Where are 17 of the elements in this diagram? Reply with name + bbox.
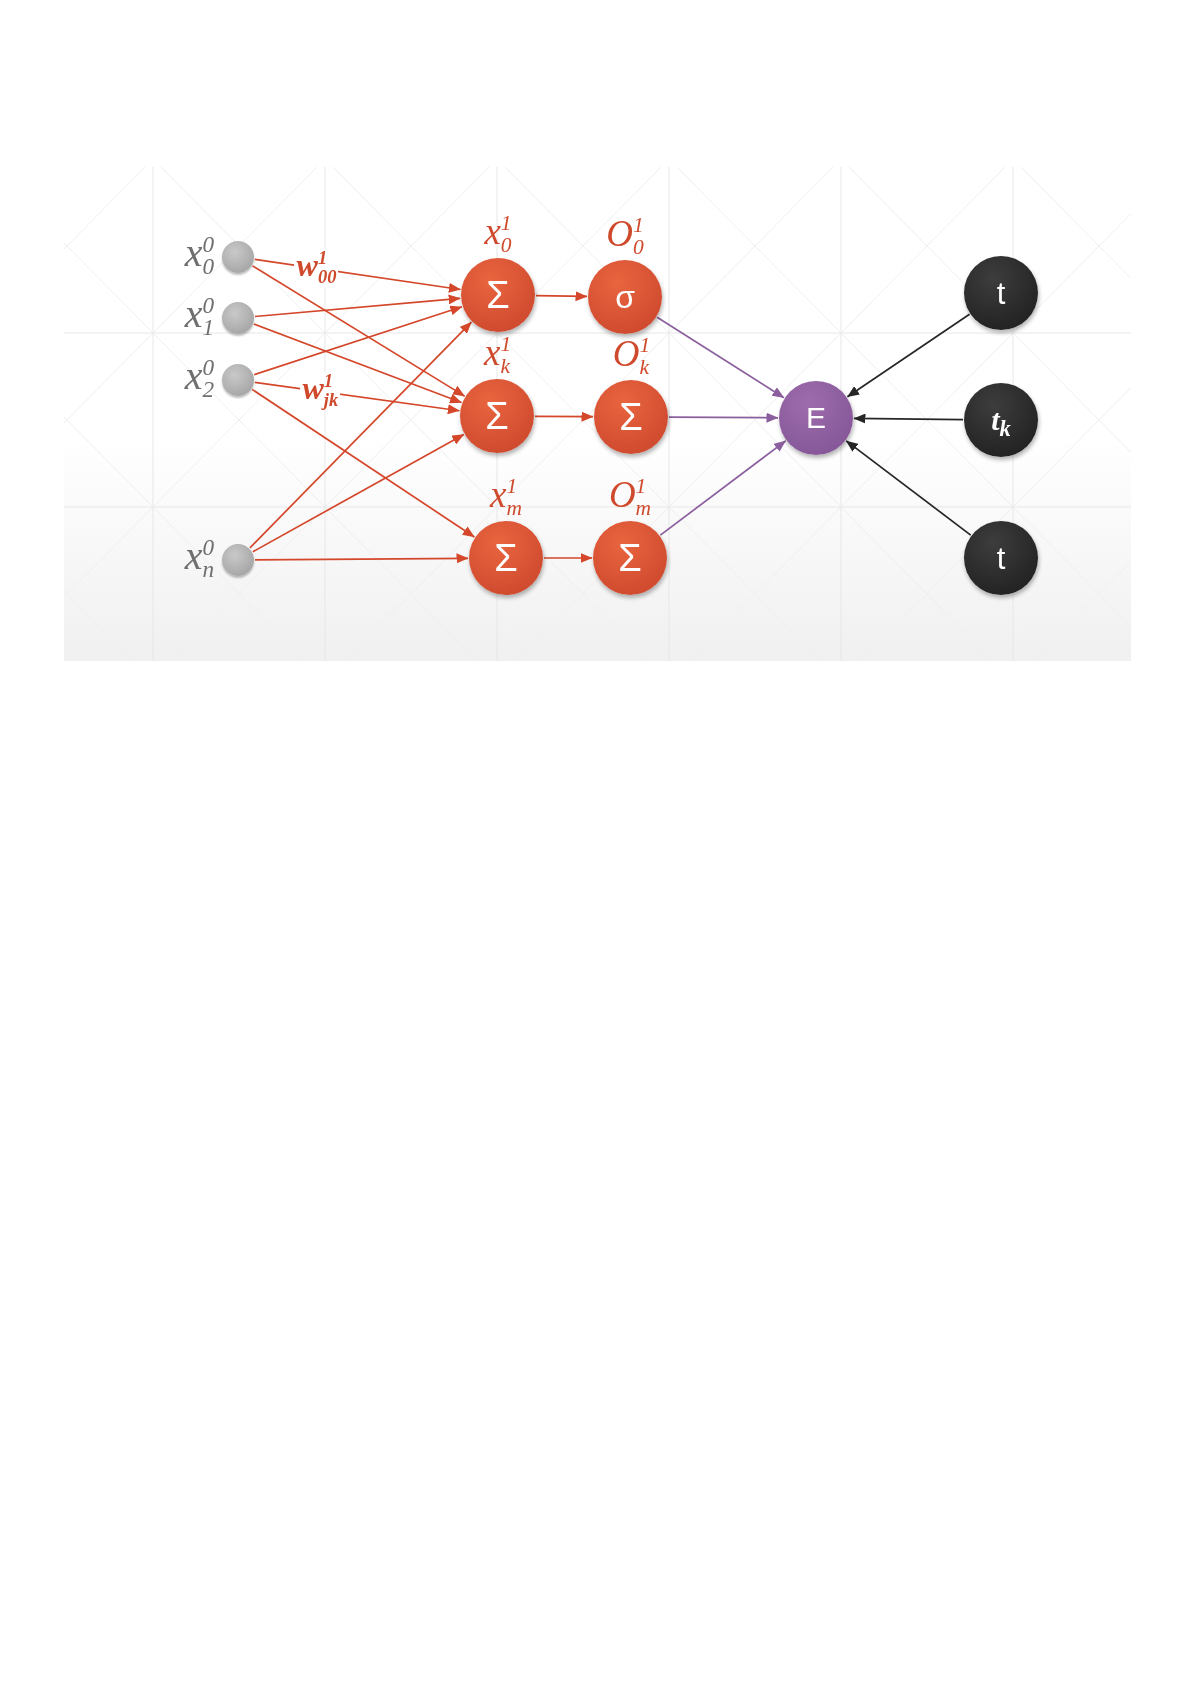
arrow (845, 440, 972, 536)
arrow (254, 553, 469, 564)
arrow (253, 323, 463, 404)
arrow (543, 553, 593, 563)
arrow (668, 412, 779, 423)
arrow (534, 411, 594, 422)
arrow (254, 294, 461, 318)
arrow (846, 313, 971, 398)
arrow (853, 413, 964, 424)
arrow (252, 433, 465, 553)
arrow (251, 265, 466, 397)
arrow (249, 321, 473, 549)
arrow (535, 291, 588, 302)
arrow (656, 316, 785, 399)
arrow (253, 305, 463, 376)
arrow (251, 388, 476, 538)
arrow (659, 440, 787, 536)
